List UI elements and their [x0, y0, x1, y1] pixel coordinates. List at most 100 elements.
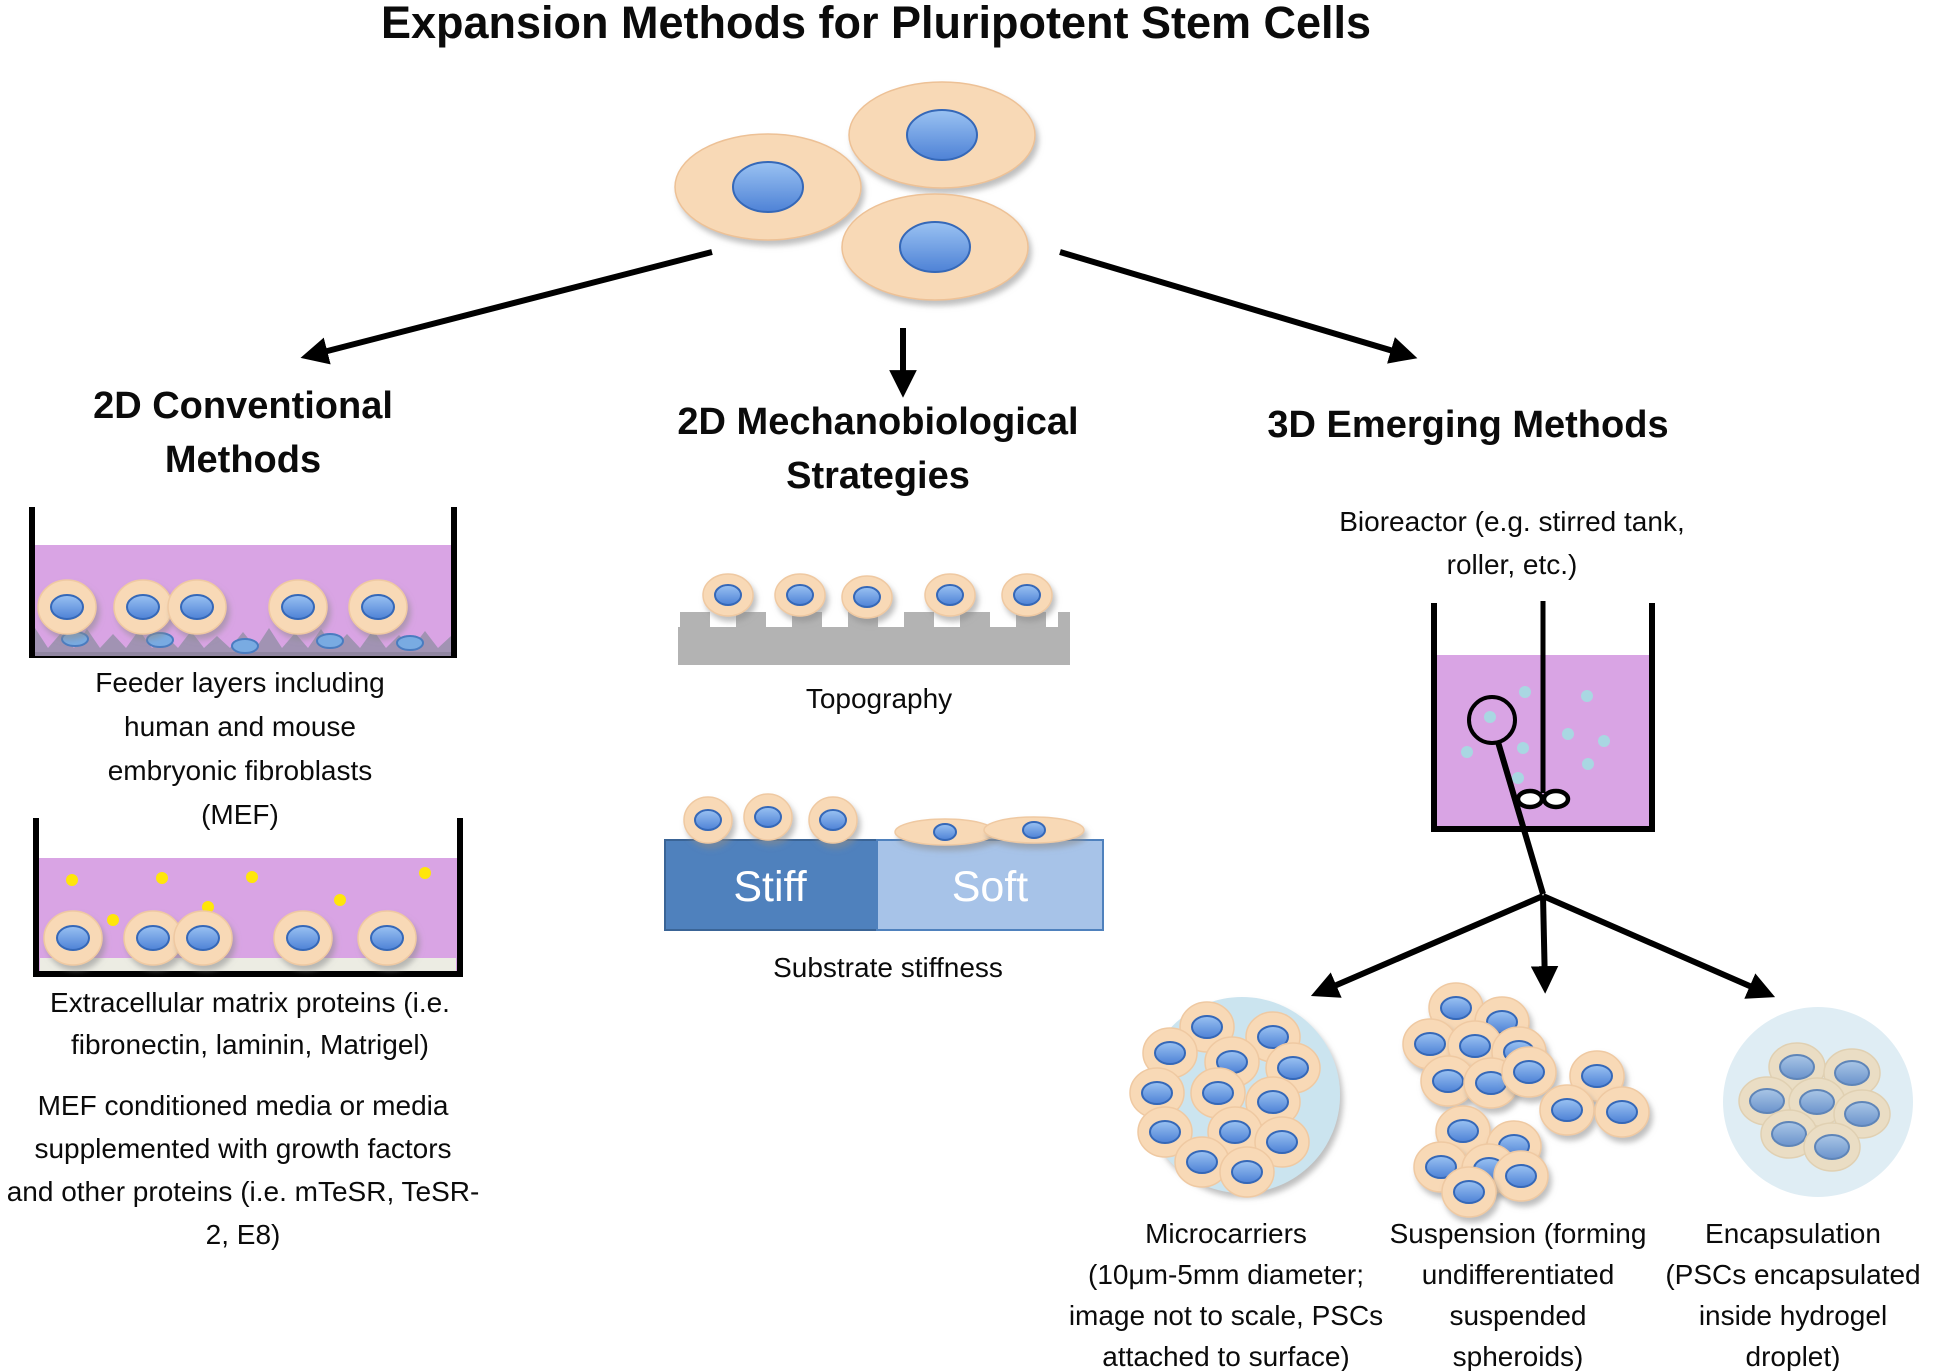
psc-on-microcarrier [1137, 1106, 1193, 1158]
psc-on-ecm [273, 910, 333, 966]
heading-2d-mechanobiological-line1: 2D Mechanobiological [677, 401, 1078, 443]
encapsulation-caption-line1: Encapsulation [1705, 1218, 1881, 1249]
spread-psc-on-soft [894, 818, 996, 846]
microcarriers-caption-line2: (10μm-5mm diameter; [1088, 1259, 1364, 1290]
psc-on-topography [924, 573, 976, 617]
encapsulated-psc [1833, 1089, 1891, 1139]
microcarrier-illustration [1129, 997, 1340, 1198]
suspension-caption-line4: spheroids) [1453, 1341, 1584, 1371]
suspended-cell-dot [1484, 711, 1496, 723]
psc-in-spheroid [1420, 1055, 1476, 1107]
soft-substrate [876, 839, 1104, 931]
psc-in-spheroid [1493, 1150, 1549, 1202]
media-caption-line4: 2, E8) [206, 1219, 281, 1250]
branch-arrows [300, 249, 1418, 398]
growth-factor-dot [66, 874, 78, 886]
arrow-to-microcarriers [1310, 893, 1545, 998]
stem-cell [841, 193, 1029, 301]
ecm-dish-illustration [33, 818, 463, 977]
ecm-caption-line2: fibronectin, laminin, Matrigel) [71, 1029, 429, 1060]
psc-on-topography [841, 575, 893, 619]
heading-2d-conventional-line2: Methods [165, 439, 321, 481]
suspension-caption-line2: undifferentiated [1422, 1259, 1615, 1290]
magnifier-circle [1467, 695, 1517, 745]
microcarriers-caption-line1: Microcarriers [1145, 1218, 1307, 1249]
impeller-blade [1515, 788, 1545, 810]
stem-cell [674, 133, 862, 241]
psc-on-feeder [167, 579, 227, 635]
topography-tooth [904, 612, 934, 630]
psc-on-microcarrier [1174, 1136, 1230, 1188]
dish-walls [33, 818, 463, 977]
callout-line [1495, 741, 1546, 895]
round-psc-on-stiff [683, 796, 733, 844]
suspended-cell-dot [1461, 746, 1473, 758]
suspended-cell-dot [1562, 728, 1574, 740]
psc-on-feeder [113, 579, 173, 635]
growth-factor-dot [202, 901, 214, 913]
soft-label: Soft [952, 863, 1029, 911]
growth-factor-dot [246, 871, 258, 883]
suspended-cell-dot [1581, 690, 1593, 702]
suspended-cell-dot [1517, 742, 1529, 754]
fibroblast-nucleus [231, 638, 259, 654]
psc-on-feeder [268, 579, 328, 635]
substrate-stiffness-illustration [664, 793, 1104, 931]
round-psc-on-stiff [743, 793, 793, 841]
suspension-caption-line1: Suspension (forming [1390, 1218, 1647, 1249]
bioreactor-caption-line2: roller, etc.) [1447, 549, 1578, 580]
psc-on-topography [1001, 573, 1053, 617]
suspended-cell-dot [1582, 758, 1594, 770]
ecm-caption-line1: Extracellular matrix proteins (i.e. [50, 987, 450, 1018]
suspension-illustration [1402, 982, 1650, 1218]
stiffness-caption: Substrate stiffness [773, 952, 1003, 983]
media-caption-line1: MEF conditioned media or media [38, 1090, 449, 1121]
fibroblast-nucleus [146, 632, 174, 648]
feeder-caption-line1: Feeder layers including [95, 667, 385, 698]
bioreactor-output-arrows [1310, 893, 1776, 999]
topography-tooth [1058, 612, 1070, 630]
psc-in-spheroid [1501, 1046, 1557, 1098]
psc-on-microcarrier [1254, 1116, 1310, 1168]
feeder-caption-line2: human and mouse [124, 711, 356, 742]
heading-3d-emerging: 3D Emerging Methods [1267, 404, 1668, 446]
microcarriers-caption-line3: image not to scale, PSCs [1069, 1300, 1383, 1331]
suspended-cell-dot [1512, 772, 1524, 784]
feeder-caption-line3: embryonic fibroblasts [108, 755, 373, 786]
topography-tooth [960, 612, 990, 630]
psc-in-spheroid [1428, 982, 1484, 1034]
stem-cells-cluster [674, 81, 1036, 301]
psc-on-ecm [123, 910, 183, 966]
stiff-label: Stiff [733, 863, 807, 911]
fibroblast-nucleus [316, 633, 344, 649]
topography-caption: Topography [806, 683, 952, 714]
psc-on-topography [702, 573, 754, 617]
encapsulated-psc [1823, 1048, 1881, 1098]
psc-on-ecm [43, 910, 103, 966]
psc-in-spheroid [1594, 1086, 1650, 1138]
encapsulation-caption-line2: (PSCs encapsulated [1665, 1259, 1920, 1290]
suspended-cell-dot [1598, 735, 1610, 747]
arrow-to-2d-conventional [300, 249, 713, 365]
psc-on-feeder [37, 579, 97, 635]
heading-2d-mechanobiological-line2: Strategies [786, 455, 970, 497]
stem-cell [848, 81, 1036, 189]
growth-factor-dot [334, 894, 346, 906]
microcarriers-caption-line4: attached to surface) [1102, 1341, 1349, 1371]
encapsulated-psc [1803, 1122, 1861, 1172]
media-caption-line2: supplemented with growth factors [34, 1133, 451, 1164]
encapsulation-illustration [1723, 1007, 1913, 1197]
psc-on-microcarrier [1142, 1027, 1198, 1079]
arrow-to-encapsulation [1541, 893, 1776, 999]
round-psc-on-stiff [808, 796, 858, 844]
psc-on-ecm [357, 910, 417, 966]
bioreactor-caption-line1: Bioreactor (e.g. stirred tank, [1339, 506, 1684, 537]
stiff-substrate [664, 839, 878, 931]
suspended-cell-dot [1519, 686, 1531, 698]
fibroblast-nucleus [396, 635, 424, 651]
impeller-blade [1541, 788, 1571, 810]
arrow-to-suspension [1530, 895, 1559, 994]
figure-title: Expansion Methods for Pluripotent Stem C… [381, 0, 1371, 48]
